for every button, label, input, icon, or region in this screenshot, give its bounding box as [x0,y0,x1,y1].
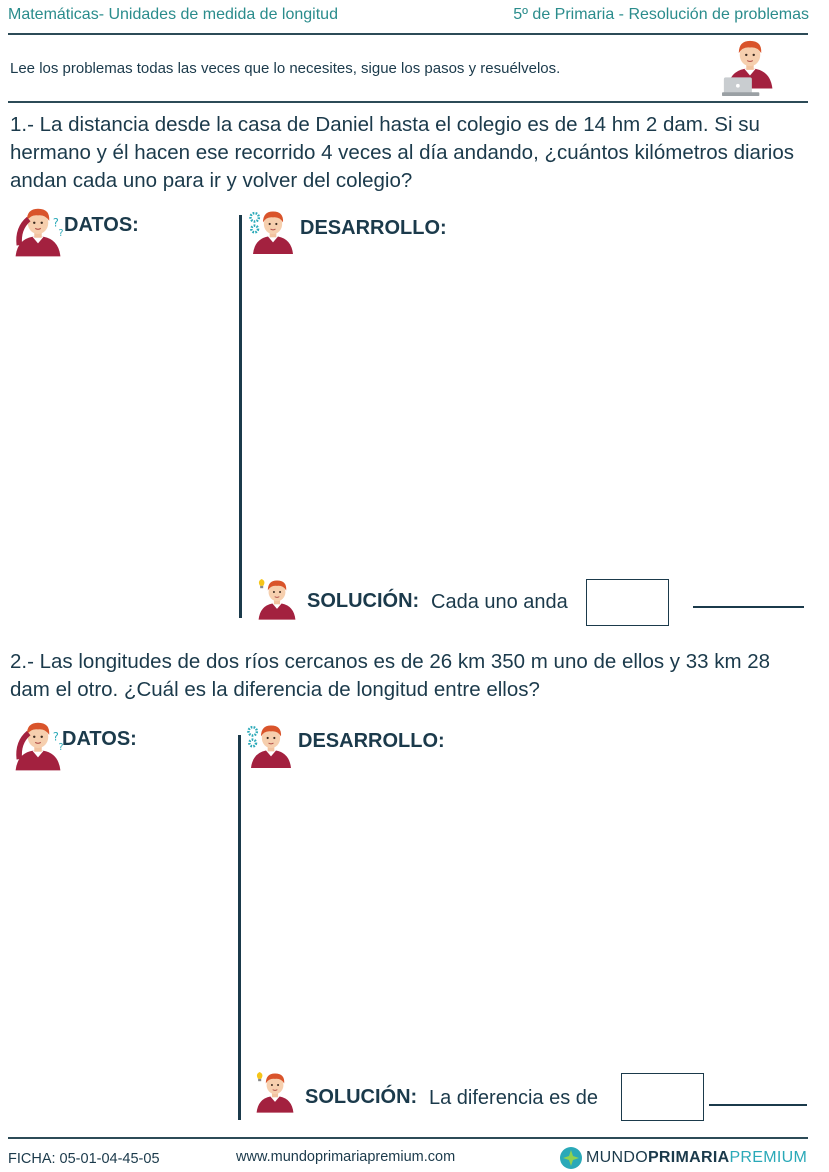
header-subject: Matemáticas- Unidades de medida de longi… [8,6,338,23]
problem-1-solucion-text: Cada uno anda [431,591,568,613]
problem-2-text: 2.- Las longitudes de dos ríos cercanos … [10,650,771,701]
problem-1-divider [239,215,242,618]
footer-divider [8,1137,808,1139]
boy-idea-icon [254,571,300,633]
header-grade: 5º de Primaria - Resolución de problemas [513,6,809,23]
footer-ficha: FICHA: 05-01-04-45-05 [8,1151,160,1167]
problem-2-divider [238,735,241,1120]
footer-brand: MUNDOPRIMARIAPREMIUM [586,1149,807,1167]
instructions-divider [8,101,808,103]
problem-2-datos-label: DATOS: [62,728,137,750]
problem-1-text: 1.- La distancia desde la casa de Daniel… [10,113,794,192]
boy-thinking-icon: ? ? [10,718,66,778]
boy-laptop-icon [722,36,778,100]
problem-2-answer-box[interactable] [621,1073,704,1121]
brand-mundo: MUNDO [586,1149,648,1166]
svg-text:?: ? [53,731,59,744]
svg-text:?: ? [53,217,59,230]
footer-website[interactable]: www.mundoprimariapremium.com [236,1149,456,1165]
header-divider [8,33,808,35]
boy-gears-icon [248,204,298,264]
svg-text:?: ? [59,742,64,753]
problem-1-unit-blank[interactable] [693,606,804,608]
boy-gears-icon [246,718,296,778]
problem-1-answer-box[interactable] [586,579,669,626]
brand-primaria: PRIMARIA [647,1149,730,1166]
brand-premium: PREMIUM [729,1149,808,1166]
problem-1-solucion-label: SOLUCIÓN: [307,590,420,612]
problem-2-desarrollo-label: DESARROLLO: [298,730,445,752]
problem-1-desarrollo-label: DESARROLLO: [300,217,447,239]
mundo-primaria-logo-icon [559,1146,583,1170]
problem-2-solucion-text: La diferencia es de [429,1087,599,1109]
problem-2-unit-blank[interactable] [709,1104,807,1106]
instructions-text: Lee los problemas todas las veces que lo… [10,60,561,77]
boy-idea-icon [252,1064,298,1126]
problem-2-solucion-label: SOLUCIÓN: [305,1086,418,1108]
problem-1-datos-label: DATOS: [64,214,139,236]
svg-text:?: ? [59,228,64,239]
boy-thinking-icon: ? ? [10,204,66,264]
